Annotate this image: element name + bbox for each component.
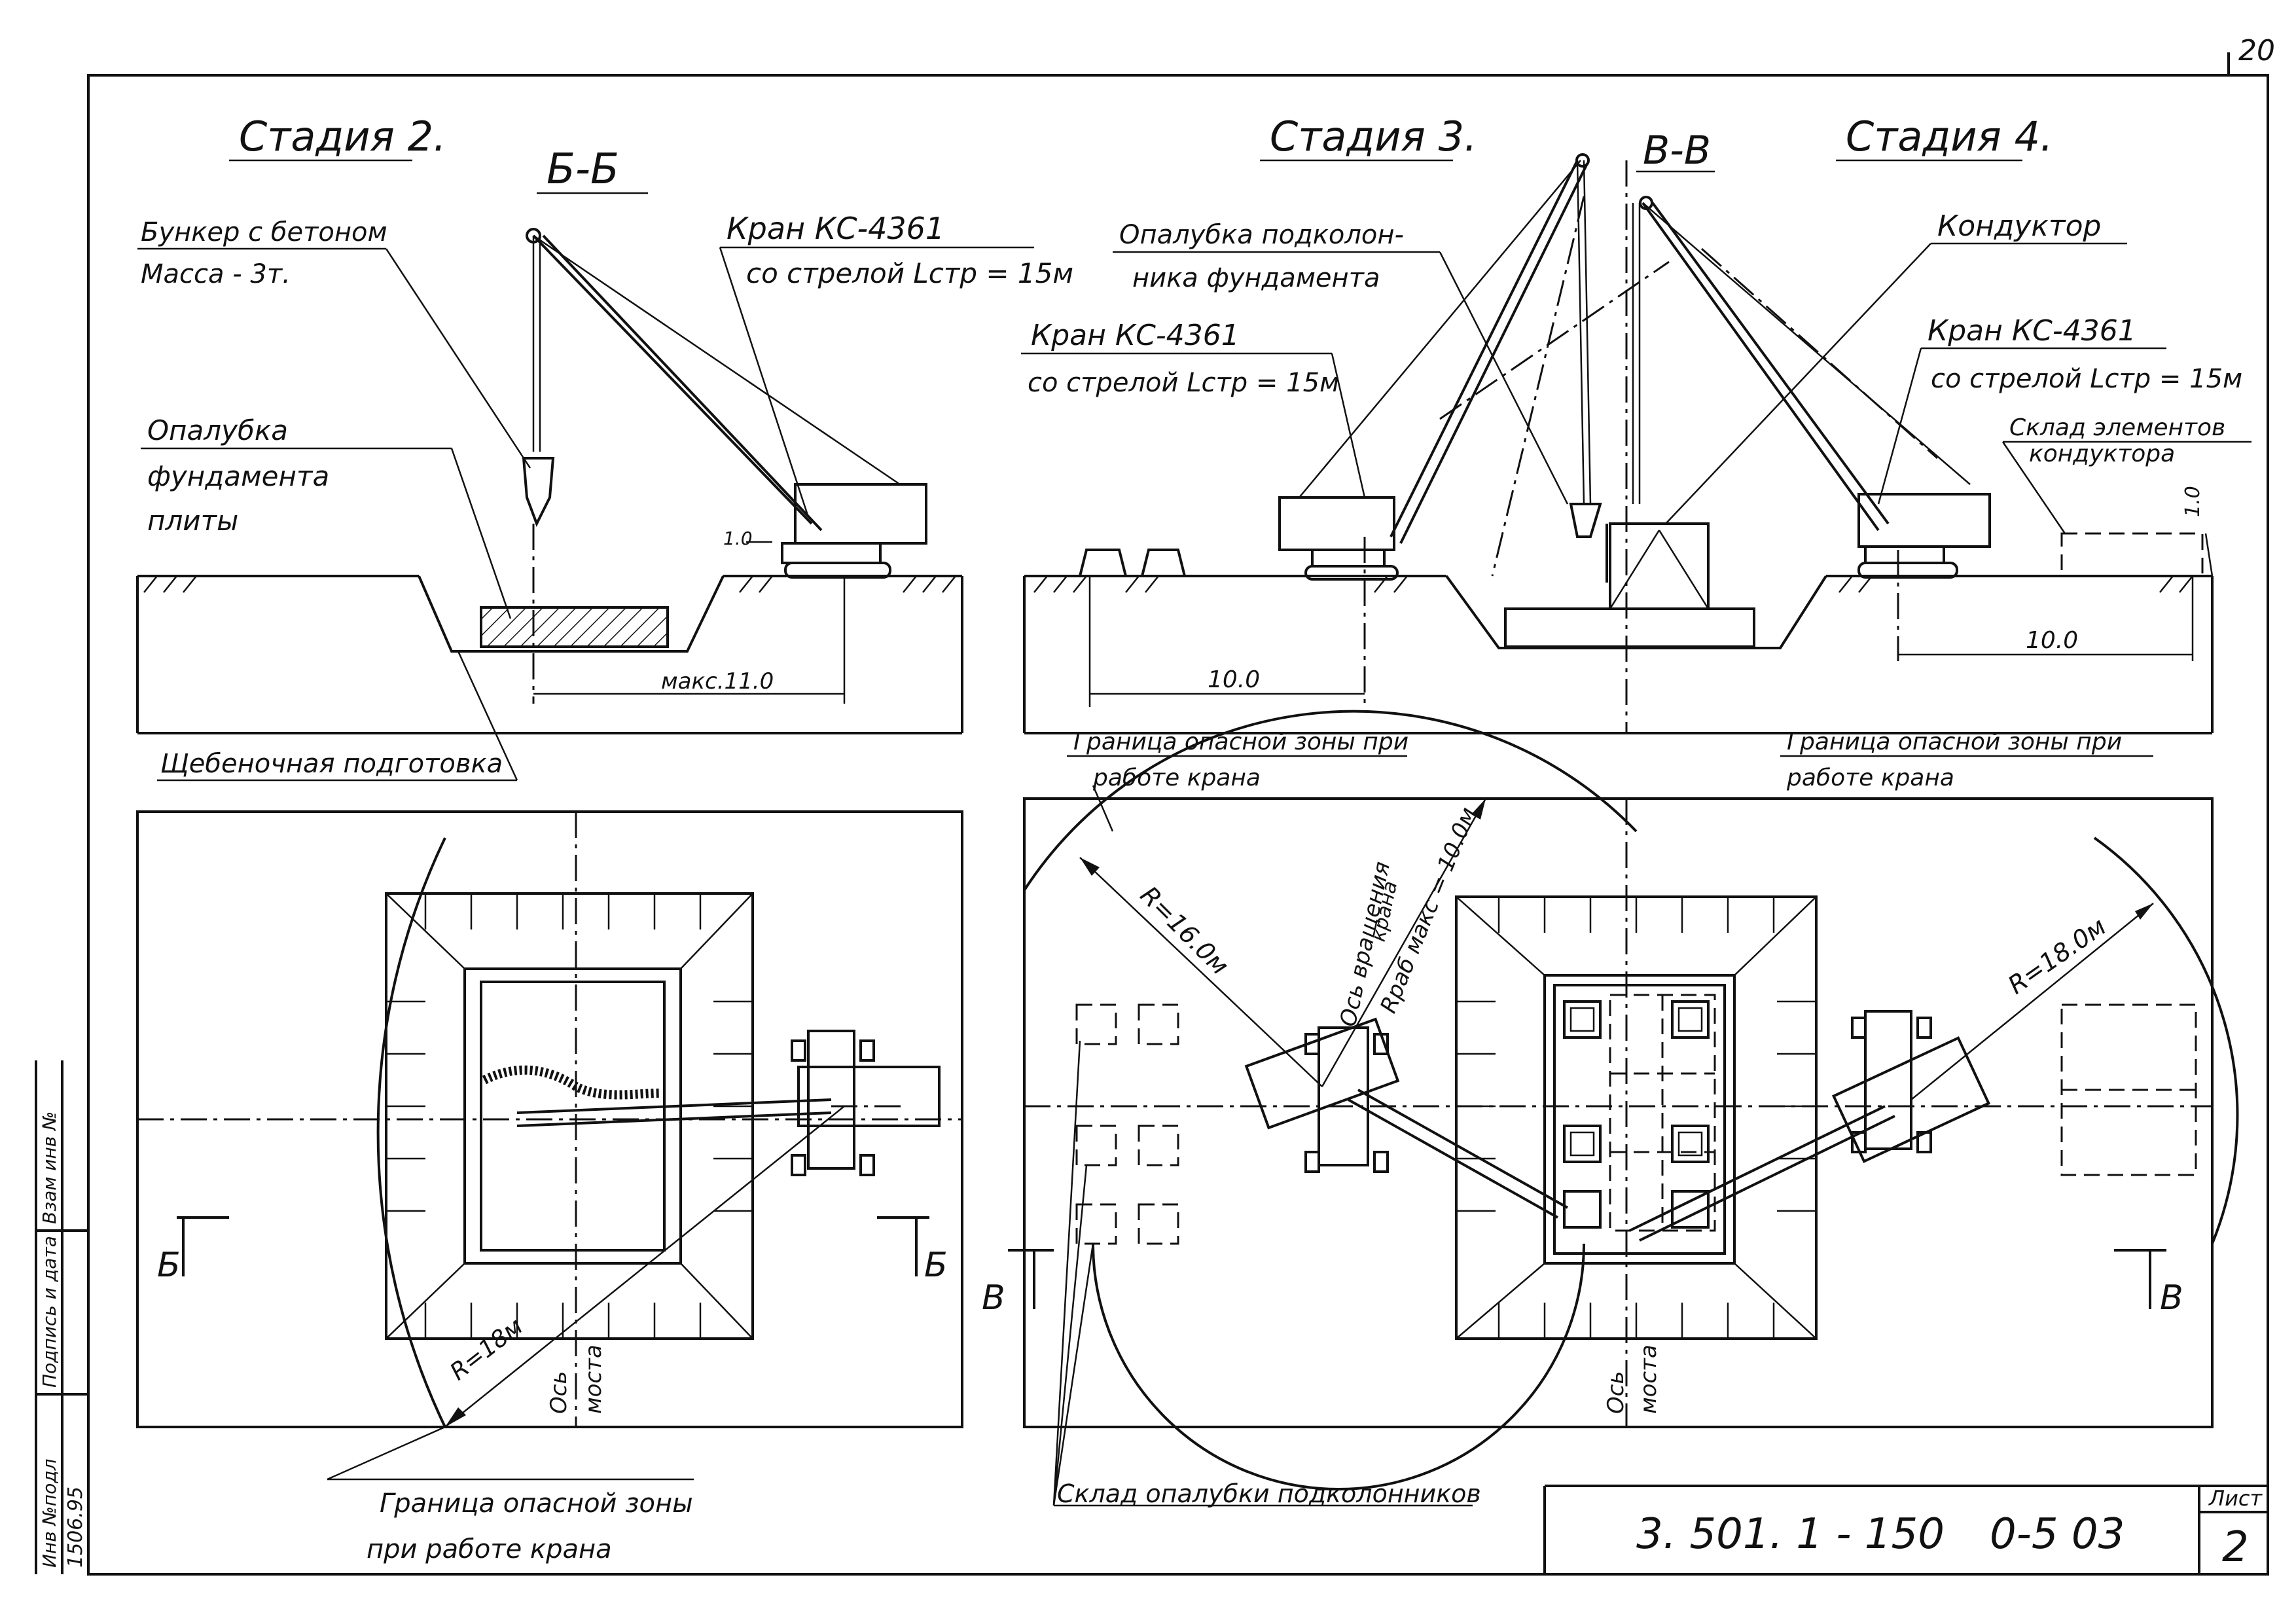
stage4-dim-10: 10.0: [2026, 627, 2078, 654]
storage-label-2: кондуктора: [2029, 441, 2175, 467]
stage2-dim-max: макс.11.0: [661, 668, 774, 695]
stage2-danger-2: при работе крана: [367, 1534, 612, 1564]
replace-inv-label: Взам инв №: [39, 1111, 60, 1224]
stage2-title: Стадия 2.: [239, 113, 446, 160]
stage2-plan: R=18м Ось моста Б Б Граница опасной зоны…: [136, 810, 963, 1564]
stage2-slab-plan: [480, 981, 666, 1252]
inv-value: 1506.95: [64, 1487, 87, 1568]
stage2-radius: R=18м: [445, 1313, 528, 1386]
stage3-formwork-1: Опалубка подколон-: [1119, 220, 1404, 250]
stage2-cut-right: Б: [924, 1246, 948, 1285]
sheet-frame: [87, 74, 2269, 1576]
gravel-label: Щебеночная подготовка: [160, 749, 503, 779]
stage2-section-label: Б-Б: [547, 145, 619, 194]
stage34-section: Стадия 3. В-В Стадия 4. Опалубка подколо…: [1021, 113, 2251, 832]
crane-label-1: Кран КС-4361: [726, 211, 944, 246]
stage3-danger-1: Граница опасной зоны при: [1073, 729, 1408, 755]
stage4-crane-1: Кран КС-4361: [1928, 314, 2136, 348]
stage2-pit-inner: [463, 967, 682, 1265]
stage3-axis-1: Ось: [1603, 1371, 1629, 1415]
conductor-label: Кондуктор: [1937, 209, 2101, 243]
formwork-label-1: Опалубка: [147, 414, 288, 446]
stage3-danger-2: работе крана: [1092, 765, 1261, 791]
stage34-plan: R=16.0м Rраб макс = 10.0м Ось вращения к…: [982, 710, 2239, 1508]
bunker-label-1: Бункер с бетоном: [141, 217, 387, 247]
stage2-pit-outer: [385, 892, 754, 1340]
storage-label-1: Склад элементов: [2009, 414, 2225, 441]
stage2-section: Стадия 2. Б-Б Бункер с бетоном Масса - 3…: [136, 113, 1073, 782]
stage2-cut-left: Б: [157, 1246, 181, 1285]
stage4-cut-right: В: [2160, 1278, 2183, 1318]
sheet-number: 2: [2222, 1523, 2249, 1572]
stage4-danger-1: Граница опасной зоны при: [1787, 729, 2122, 755]
formwork-storage-plan: [1075, 1003, 1179, 1245]
inv-no-label: Инв №подл: [39, 1458, 60, 1568]
stage3-axis-2: моста: [1636, 1344, 1662, 1414]
stage3-section-label: В-В: [1643, 128, 1711, 173]
stage3-pit-inner: [1543, 974, 1736, 1265]
crane-label-2: со стрелой Lстр = 15м: [746, 257, 1073, 289]
title-block: 3. 501. 1 - 150 0-5 03 Лист 2: [1543, 1485, 2268, 1574]
foundation-slab: [480, 606, 669, 648]
stage4-dim-height: 1.0: [2181, 486, 2204, 517]
stage3-crane-1: Кран КС-4361: [1031, 319, 1240, 352]
stage2-axis-1: Ось: [546, 1371, 572, 1415]
sheet-label: Лист: [2208, 1486, 2263, 1511]
stage3-radius: R=16.0м: [1135, 880, 1234, 980]
stage2-danger-1: Граница опасной зоны: [380, 1489, 693, 1519]
sign-date-label: Подпись и дата: [39, 1236, 60, 1388]
formwork-label-2: фундамента: [147, 460, 329, 492]
stage4-crane-2: со стрелой Lстр = 15м: [1931, 364, 2242, 394]
formwork-label-3: плиты: [147, 505, 238, 537]
stage3-crane-2: со стрелой Lстр = 15м: [1028, 368, 1339, 398]
formwork-storage-label: Склад опалубки подколонников: [1057, 1479, 1481, 1508]
stage2-dim-height: 1.0: [723, 528, 753, 549]
stage4-title: Стадия 4.: [1846, 113, 2053, 160]
stage3-cut-left: В: [982, 1278, 1005, 1318]
stage3-formwork-2: ника фундамента: [1132, 263, 1380, 293]
bunker-label-2: Масса - 3т.: [141, 259, 291, 289]
stage3-pit-outer: [1455, 895, 1818, 1340]
stage3-title: Стадия 3.: [1270, 113, 1477, 160]
doc-number: 0-5 03: [1990, 1510, 2125, 1559]
stage3-dim-10: 10.0: [1208, 666, 1260, 693]
page-number: 20: [2238, 34, 2275, 67]
stage4-radius: R=18.0м: [2003, 912, 2111, 1000]
stage2-axis-2: моста: [581, 1344, 607, 1414]
doc-code: 3. 501. 1 - 150: [1636, 1510, 1945, 1559]
stage4-danger-2: работе крана: [1786, 765, 1954, 791]
side-stamp: Взам инв № Подпись и дата Инв №подл 1506…: [35, 1060, 88, 1574]
